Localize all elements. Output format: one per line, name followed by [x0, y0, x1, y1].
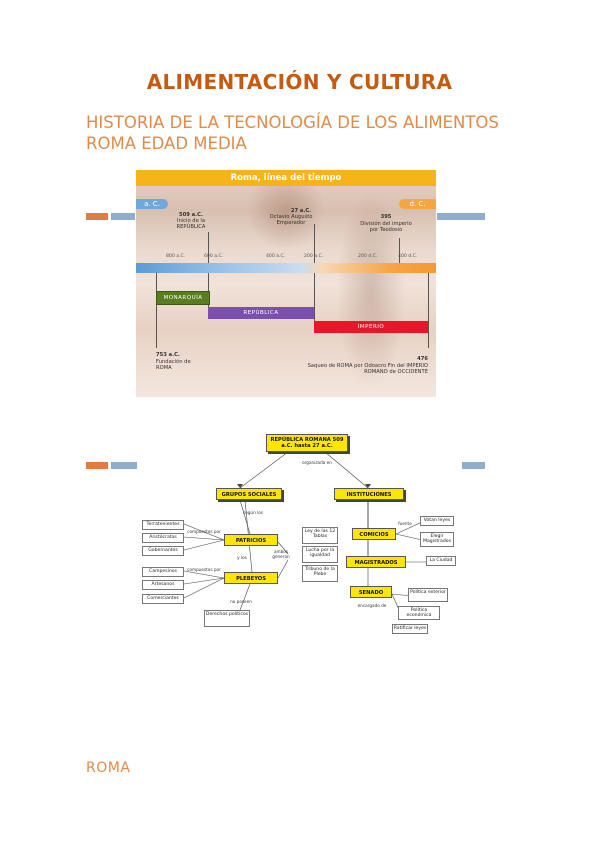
timeline-event-date: 509 a.C.	[179, 212, 203, 218]
document-subtitle: HISTORIA DE LA TECNOLOGÍA DE LOS ALIMENT…	[86, 113, 499, 153]
senado-link: encargado de	[357, 603, 387, 608]
period-monarquia: MONARQUÍA	[156, 291, 210, 305]
senado-item: Política económica	[398, 606, 440, 620]
link-compuestos-patricios: compuestos por	[187, 529, 221, 534]
decor-bar-blue-3	[111, 462, 137, 469]
link-no-poseen: no poseen	[230, 599, 252, 604]
timeline-event-date: 753 a.C.	[156, 352, 180, 358]
timeline-event-text: Inicio de la REPÚBLICA	[176, 218, 206, 231]
timeline-event-text: Octavio Augusto Emperador	[269, 214, 313, 227]
senado-item: Ratificar leyes	[392, 624, 428, 634]
timeline-event-date: 27 a.C.	[290, 208, 312, 214]
timeline-tick: 600 a.C.	[204, 254, 224, 259]
ambos-item: Lucha por la igualdad	[302, 546, 338, 563]
ambos-item: Tribuno de la Plebe	[302, 565, 338, 582]
timeline-dc-label: d. C.	[399, 199, 436, 209]
decor-bar-orange-1	[86, 213, 108, 220]
plebeyo-member: Campesinos	[142, 567, 184, 577]
senado-item: Política exterior	[408, 588, 448, 602]
timeline-vline	[399, 238, 400, 268]
ambos-item: Ley de las 12 Tablas	[302, 527, 338, 544]
timeline-figure: Roma, línea del tiempo a. C. d. C. 509 a…	[136, 170, 436, 397]
period-republica: REPÚBLICA	[208, 307, 314, 319]
root-box: REPÚBLICA ROMANA 509 a.C. hasta 27 a.C.	[266, 434, 348, 452]
patricios-box: PATRICIOS	[224, 534, 278, 546]
timeline-vline	[428, 268, 429, 348]
comicios-item: Votan leyes	[420, 516, 454, 526]
timeline-tick: 400 d.C.	[398, 254, 418, 259]
link-segun-los: según los	[243, 510, 263, 515]
decor-bar-blue-2	[437, 213, 485, 220]
patricio-member: Terratenientes	[142, 520, 184, 530]
instituciones-box: INSTITUCIONES	[334, 488, 404, 500]
concept-map: REPÚBLICA ROMANA 509 a.C. hasta 27 a.C. …	[140, 432, 462, 652]
decor-bar-orange-2	[86, 462, 108, 469]
timeline-event-text: Saqueo de ROMA por Odoacro Fin del IMPER…	[307, 363, 428, 376]
timeline-tick: 400 a.C.	[266, 254, 286, 259]
timeline-tick: 200 d.C.	[358, 254, 378, 259]
comicios-box: COMICIOS	[352, 528, 396, 540]
timeline-ac-label: a. C.	[136, 199, 168, 209]
magistrados-box: MAGISTRADOS	[346, 556, 406, 568]
senado-box: SENADO	[350, 586, 392, 598]
timeline-event-text: División del imperio por Teodosio	[360, 221, 412, 234]
link-compuestos-plebeyos: compuestos por	[187, 567, 221, 572]
magistrados-item: La Ciudad	[426, 556, 456, 566]
timeline-event-text: Fundación de ROMA	[156, 359, 191, 372]
plebeyos-box: PLEBEYOS	[224, 572, 278, 584]
plebeyo-member: Comerciantes	[142, 594, 184, 604]
comicios-item: Elegir Magistrados	[420, 532, 454, 547]
derechos-box: Derechos políticos	[204, 610, 250, 627]
document-title: ALIMENTACIÓN Y CULTURA	[146, 70, 453, 94]
timeline-bg-figure	[336, 190, 406, 390]
decor-bar-blue-1	[111, 213, 135, 220]
link-ambos-generan: ambos generan	[272, 549, 290, 559]
comicios-link: fuente	[398, 521, 412, 526]
timeline-vline	[156, 268, 157, 348]
patricio-member: Aristócratas	[142, 533, 184, 543]
timeline-tick: 800 a.C.	[166, 254, 186, 259]
timeline-tick: 200 a.C.	[304, 254, 324, 259]
patricio-member: Gobernantes	[142, 546, 184, 556]
timeline-event-date: 476	[417, 356, 428, 362]
root-link-label: organizada en	[302, 460, 332, 465]
period-imperio: IMPERIO	[314, 321, 428, 333]
grupos-sociales-box: GRUPOS SOCIALES	[216, 488, 282, 500]
timeline-event-date: 395	[380, 214, 392, 220]
section-heading-roma: ROMA	[86, 760, 131, 776]
link-y-los: y los	[237, 555, 247, 560]
timeline-banner: Roma, línea del tiempo	[136, 170, 436, 186]
timeline-axis	[136, 263, 436, 273]
plebeyo-member: Artesanos	[142, 580, 184, 590]
